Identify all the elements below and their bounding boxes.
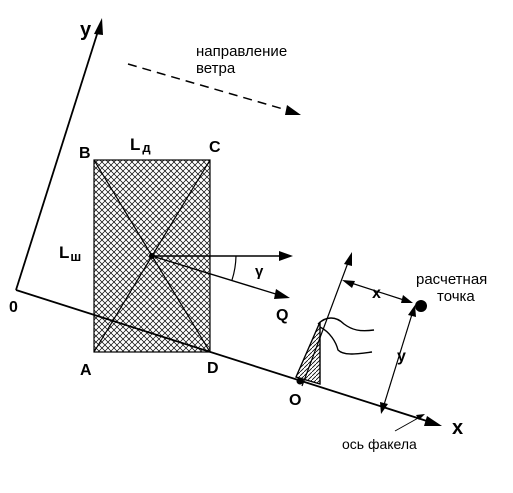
wind-label-line2: ветра xyxy=(196,60,236,77)
corner-b-label: B xyxy=(79,145,91,162)
design-point-label-line1: расчетная xyxy=(416,271,487,288)
corner-c-label: C xyxy=(209,139,221,156)
global-y-axis xyxy=(15,18,103,291)
dimension-x xyxy=(342,280,413,303)
design-point-marker xyxy=(415,300,427,312)
length-main: L xyxy=(130,135,140,154)
flow-label: Q xyxy=(276,307,288,324)
plume xyxy=(295,317,375,385)
width-subscript: ш xyxy=(70,249,81,264)
local-y-label: y xyxy=(397,348,406,365)
reference-arrow xyxy=(152,251,293,261)
angle-label: γ xyxy=(255,263,264,280)
flow-arrow-q xyxy=(151,255,290,299)
width-label: Lш xyxy=(59,243,81,264)
axis-y-global-label: y xyxy=(80,19,92,41)
plume-axis-label: ось факела xyxy=(342,436,417,452)
local-axis xyxy=(301,252,352,387)
width-main: L xyxy=(59,243,69,262)
design-point-label-line2: точка xyxy=(437,288,475,305)
global-x-axis xyxy=(15,289,442,426)
corner-a-label: A xyxy=(80,362,92,379)
wind-direction-arrow xyxy=(127,63,301,115)
plume-axis-arrow xyxy=(394,414,425,432)
local-x-label: x xyxy=(372,285,381,302)
origin-label: 0 xyxy=(9,299,18,316)
source-origin-label: O xyxy=(289,392,301,409)
axis-x-global-label: x xyxy=(452,417,463,439)
wind-label-line1: направление xyxy=(196,43,287,60)
corner-d-label: D xyxy=(207,360,219,377)
dimension-y xyxy=(380,305,416,414)
length-subscript: д xyxy=(142,140,151,155)
angle-arc xyxy=(231,255,237,281)
